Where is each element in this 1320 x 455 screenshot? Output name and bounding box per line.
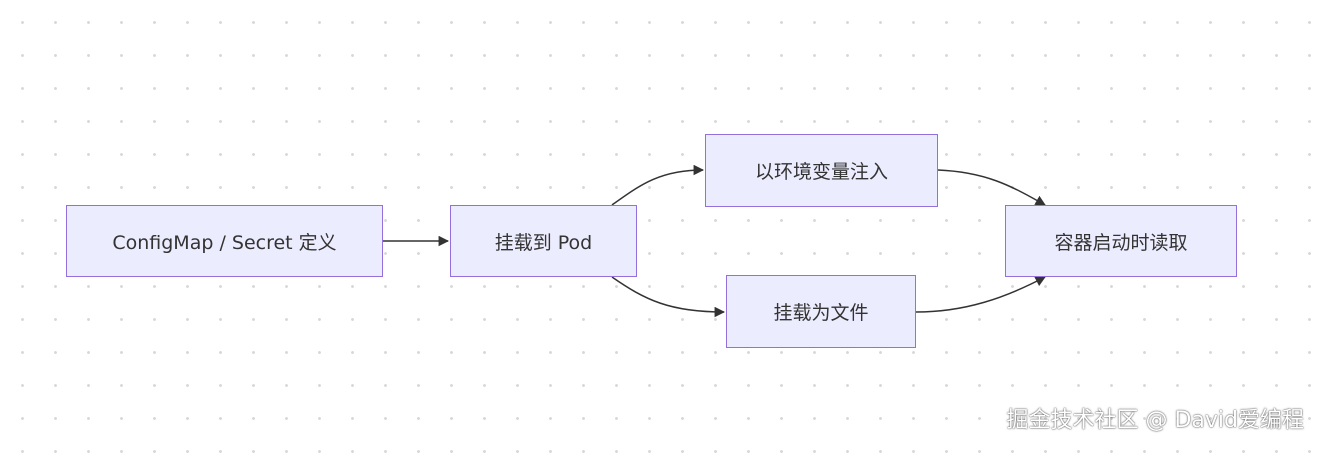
node-env-injection: 以环境变量注入 — [705, 134, 938, 207]
node-container-startup-read: 容器启动时读取 — [1005, 205, 1237, 277]
watermark: 掘金技术社区 @ David爱编程 — [1006, 408, 1304, 433]
node-label: 挂载到 Pod — [494, 231, 593, 254]
node-configmap-secret-definition: ConfigMap / Secret 定义 — [66, 205, 383, 277]
edge-file-to-read — [915, 276, 1046, 313]
node-mount-to-pod: 挂载到 Pod — [450, 205, 637, 277]
node-label: 以环境变量注入 — [754, 161, 888, 183]
node-label: 容器启动时读取 — [1054, 231, 1188, 254]
node-label: ConfigMap / Secret 定义 — [112, 231, 337, 254]
node-mount-as-file: 挂载为文件 — [726, 275, 916, 348]
edge-mount-to-file — [611, 276, 726, 318]
edge-mount-to-env — [611, 164, 705, 206]
edge-env-to-read — [937, 169, 1046, 206]
node-label: 挂载为文件 — [773, 302, 869, 324]
